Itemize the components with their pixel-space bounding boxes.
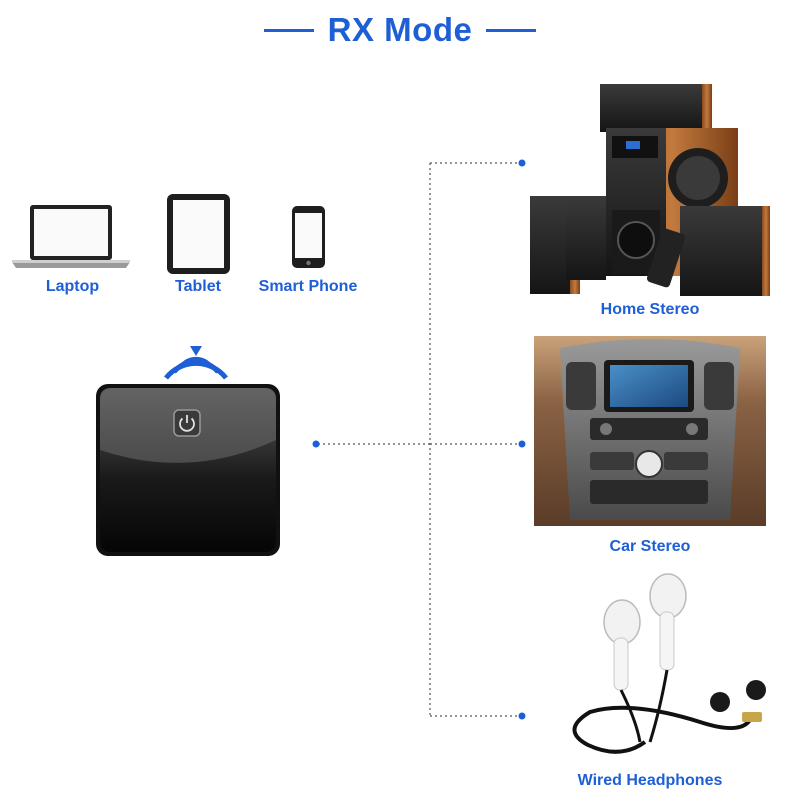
source-label-smartphone: Smart Phone	[258, 278, 358, 295]
car-stereo-icon	[534, 336, 766, 526]
wired-headphones-icon	[572, 573, 766, 754]
title-line-left	[263, 28, 314, 32]
connector-dot-home-stereo	[518, 159, 526, 167]
output-label-car-stereo: Car Stereo	[609, 538, 691, 555]
diagram-title: RX Mode	[327, 11, 473, 48]
smartphone-icon	[292, 206, 325, 268]
bluetooth-receiver-icon	[96, 384, 280, 556]
output-label-home-stereo: Home Stereo	[600, 301, 700, 318]
home-stereo-icon	[530, 84, 770, 296]
title-line-right	[486, 28, 537, 32]
connector-dot-headphones	[518, 712, 526, 720]
connector-lines	[318, 162, 520, 717]
source-label-laptop: Laptop	[45, 278, 100, 295]
connector-dots	[312, 159, 526, 720]
connector-dot-car-stereo	[518, 440, 526, 448]
tablet-icon	[167, 194, 230, 274]
source-label-tablet: Tablet	[175, 278, 221, 295]
wireless-signal-icon	[164, 346, 228, 380]
title-bar: RX Mode	[0, 8, 800, 52]
connector-dot-device	[312, 440, 320, 448]
laptop-icon	[12, 205, 130, 268]
output-label-wired-headphones: Wired Headphones	[577, 772, 723, 789]
power-icon[interactable]	[173, 409, 201, 437]
